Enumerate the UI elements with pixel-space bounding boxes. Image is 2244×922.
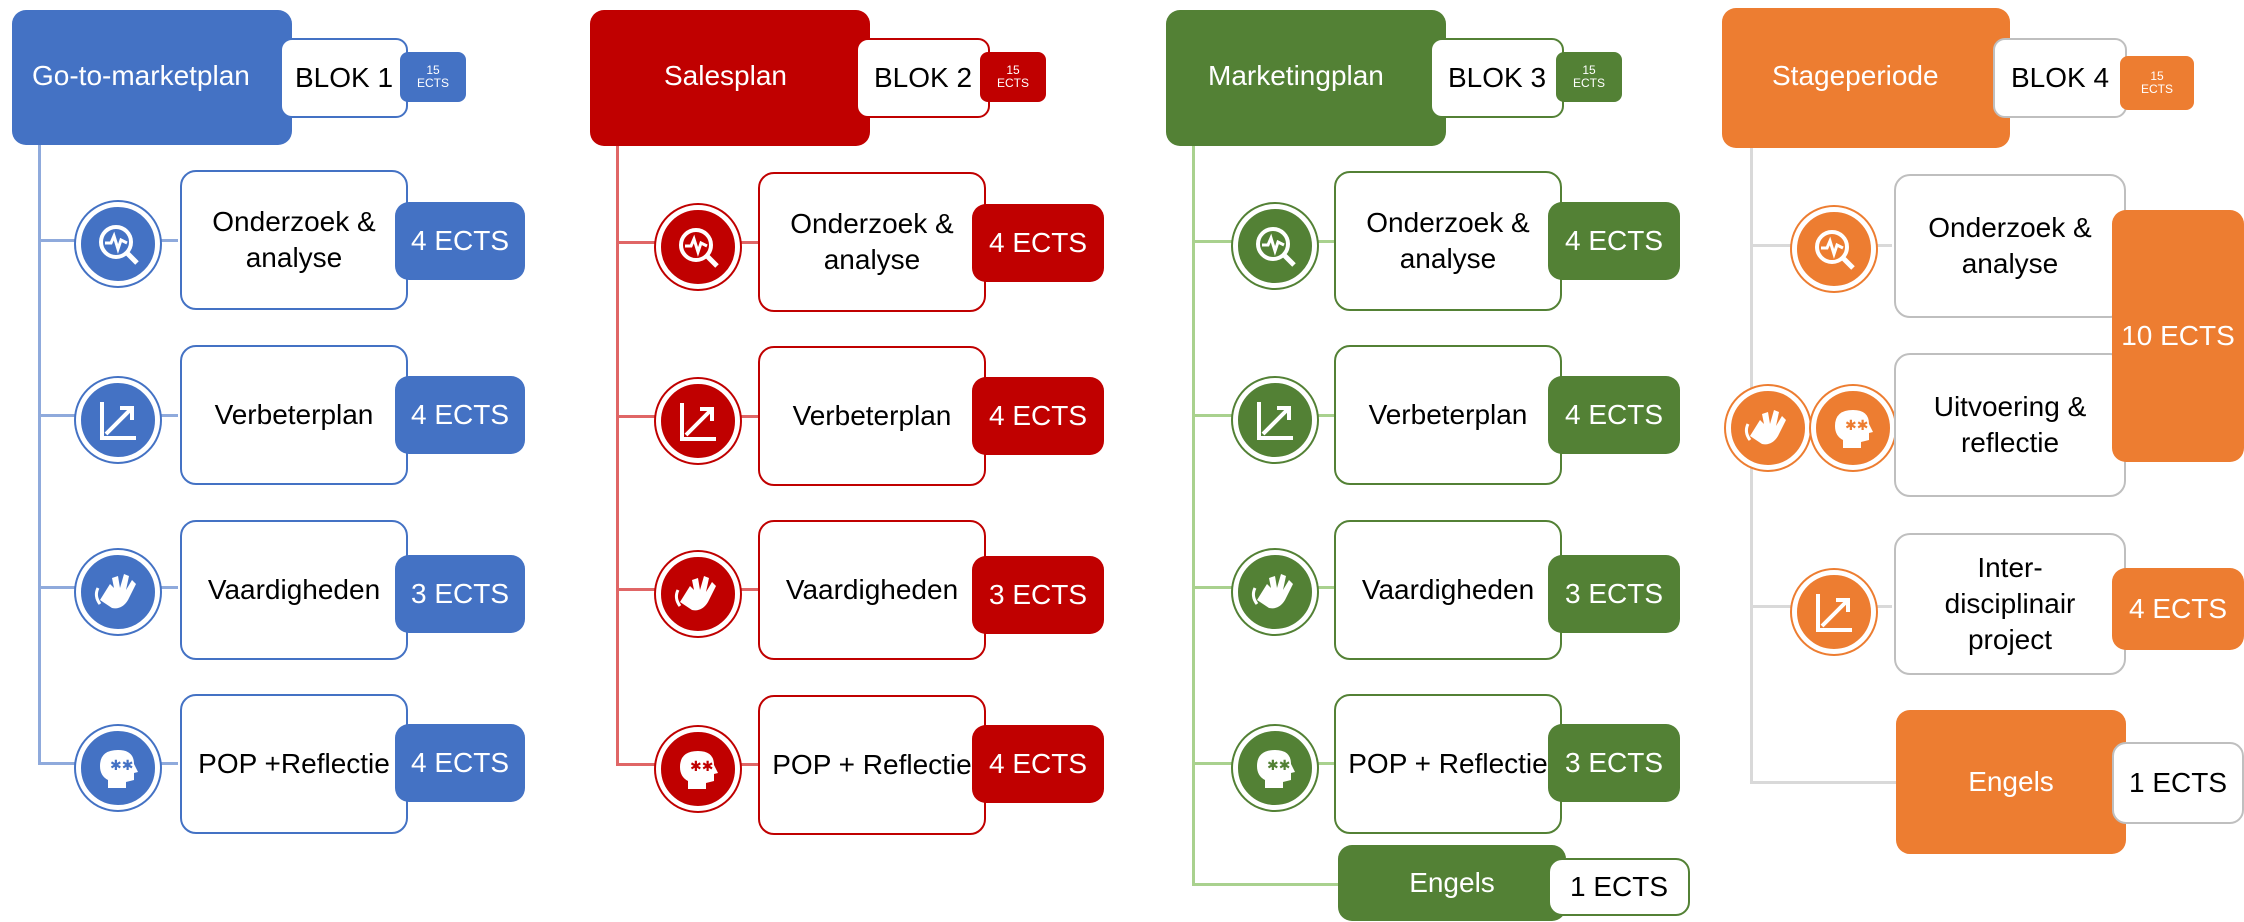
module-box: Uitvoering & reflectie bbox=[1894, 353, 2126, 497]
module-ects: 3 ECTS bbox=[1548, 724, 1680, 802]
module-ects: 3 ECTS bbox=[972, 556, 1104, 634]
connector-line bbox=[38, 140, 41, 765]
search-pulse-icon bbox=[656, 205, 740, 289]
engels-box: Engels bbox=[1896, 710, 2126, 854]
svg-text:✱✱: ✱✱ bbox=[110, 758, 133, 774]
module-ects: 4 ECTS bbox=[1548, 376, 1680, 454]
chart-arrow-icon bbox=[1792, 570, 1876, 654]
module-box: Onderzoek & analyse bbox=[180, 170, 408, 310]
engels-box: Engels bbox=[1338, 845, 1566, 921]
blok-label: BLOK 4 bbox=[1993, 38, 2127, 118]
module-box: Vaardigheden bbox=[1334, 520, 1562, 660]
module-ects: 3 ECTS bbox=[1548, 555, 1680, 633]
module-box: Vaardigheden bbox=[758, 520, 986, 660]
module-box: Verbeterplan bbox=[180, 345, 408, 485]
sign-hands-icon bbox=[76, 550, 160, 634]
block-header: Marketingplan bbox=[1166, 10, 1446, 146]
chart-arrow-icon bbox=[1233, 378, 1317, 462]
block-total-unit: ECTS bbox=[2140, 82, 2173, 96]
block-total-unit: ECTS bbox=[416, 76, 449, 90]
module-ects: 4 ECTS bbox=[1548, 202, 1680, 280]
search-pulse-icon bbox=[1792, 207, 1876, 291]
module-ects: 4 ECTS bbox=[972, 725, 1104, 803]
block-header: Stageperiode bbox=[1722, 8, 2010, 148]
chart-arrow-icon bbox=[76, 378, 160, 462]
block-total-number: 15 bbox=[2150, 69, 2164, 83]
module-box: Verbeterplan bbox=[1334, 345, 1562, 485]
module-box: Inter- disciplinair project bbox=[1894, 533, 2126, 675]
connector-line bbox=[616, 140, 619, 765]
sign-hands-icon bbox=[1726, 386, 1810, 470]
engels-ects: 1 ECTS bbox=[1548, 858, 1690, 916]
block-total-number: 15 bbox=[426, 63, 440, 77]
block-total-unit: ECTS bbox=[1572, 76, 1605, 90]
head-puzzle-icon: ✱✱ bbox=[1233, 726, 1317, 810]
block-total-ects: 15 ECTS bbox=[980, 52, 1046, 102]
block-total-ects: 15 ECTS bbox=[2120, 56, 2194, 110]
module-box: Onderzoek & analyse bbox=[758, 172, 986, 312]
module-box: Onderzoek & analyse bbox=[1334, 171, 1562, 311]
module-ects: 4 ECTS bbox=[972, 204, 1104, 282]
module-ects: 4 ECTS bbox=[972, 377, 1104, 455]
block-title: Salesplan bbox=[664, 60, 787, 91]
module-box: Vaardigheden bbox=[180, 520, 408, 660]
connector-line bbox=[1192, 883, 1340, 886]
block-total-ects: 15 ECTS bbox=[400, 52, 466, 102]
module-box: POP + Reflectie bbox=[1334, 694, 1562, 834]
module-ects: 4 ECTS bbox=[395, 376, 525, 454]
block-title: Stageperiode bbox=[1772, 60, 1939, 91]
module-ects: 4 ECTS bbox=[395, 202, 525, 280]
svg-text:✱✱: ✱✱ bbox=[1267, 758, 1290, 774]
block-header: Go-to-marketplan bbox=[12, 10, 292, 145]
block-total-number: 15 bbox=[1582, 63, 1596, 77]
head-puzzle-icon: ✱✱ bbox=[76, 726, 160, 810]
head-puzzle-icon: ✱✱ bbox=[1811, 386, 1895, 470]
engels-ects: 1 ECTS bbox=[2112, 742, 2244, 824]
chart-arrow-icon bbox=[656, 379, 740, 463]
sign-hands-icon bbox=[656, 552, 740, 636]
sign-hands-icon bbox=[1233, 550, 1317, 634]
block-title: Go-to-marketplan bbox=[32, 60, 250, 91]
blok-label: BLOK 1 bbox=[280, 38, 408, 118]
search-pulse-icon bbox=[76, 202, 160, 286]
module-box: Onderzoek & analyse bbox=[1894, 174, 2126, 318]
blok-label: BLOK 2 bbox=[856, 38, 990, 118]
block-header: Salesplan bbox=[590, 10, 870, 146]
head-puzzle-icon: ✱✱ bbox=[656, 727, 740, 811]
block-total-number: 15 bbox=[1006, 63, 1020, 77]
svg-text:✱✱: ✱✱ bbox=[1845, 418, 1868, 434]
module-box: POP +Reflectie bbox=[180, 694, 408, 834]
module-box: Verbeterplan bbox=[758, 346, 986, 486]
search-pulse-icon bbox=[1233, 204, 1317, 288]
module-ects: 4 ECTS bbox=[395, 724, 525, 802]
module-box: POP + Reflectie bbox=[758, 695, 986, 835]
connector-line bbox=[1192, 140, 1195, 885]
combined-ects: 10 ECTS bbox=[2112, 210, 2244, 462]
svg-text:✱✱: ✱✱ bbox=[690, 759, 713, 775]
block-total-unit: ECTS bbox=[996, 76, 1029, 90]
module-ects: 4 ECTS bbox=[2112, 568, 2244, 650]
block-total-ects: 15 ECTS bbox=[1556, 52, 1622, 102]
connector-line bbox=[1750, 781, 1900, 784]
blok-label: BLOK 3 bbox=[1430, 38, 1564, 118]
module-ects: 3 ECTS bbox=[395, 555, 525, 633]
block-title: Marketingplan bbox=[1208, 60, 1384, 91]
